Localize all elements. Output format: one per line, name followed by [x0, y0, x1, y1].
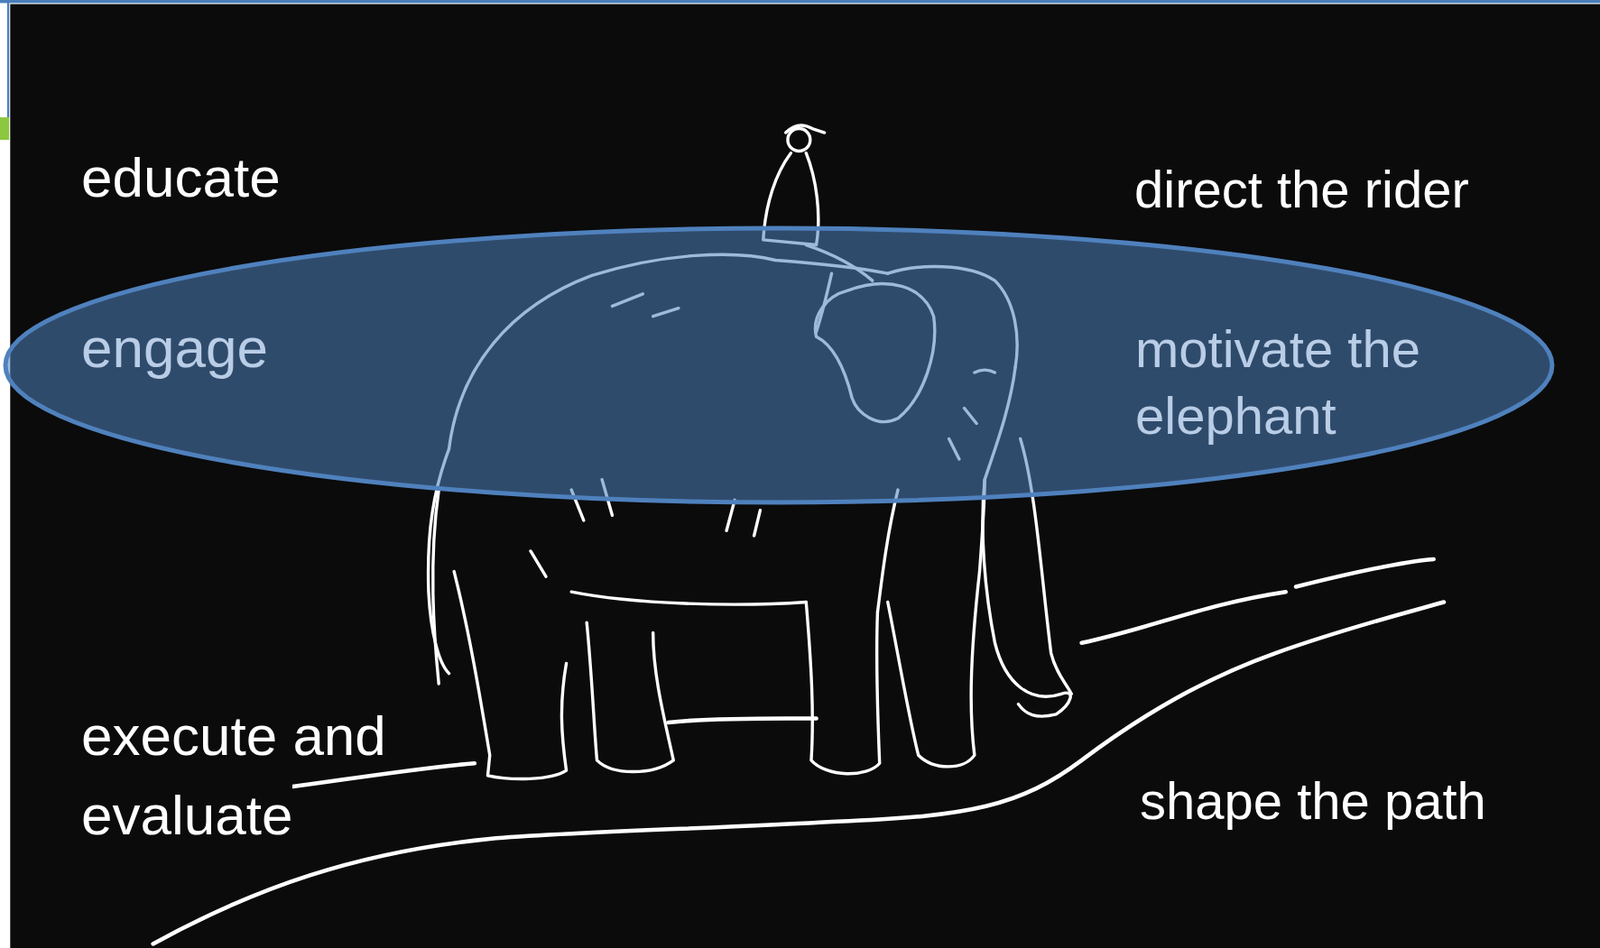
stage-label-text: direct the rider — [1134, 159, 1470, 219]
stage-label-text: engage — [81, 315, 352, 380]
accent-mark — [0, 117, 10, 140]
ellipse-shape — [5, 228, 1553, 503]
stage-label: shape the path — [1139, 771, 1573, 833]
stage-label: execute and evaluate — [81, 696, 443, 856]
frame-line — [7, 0, 10, 118]
stage-label: educate — [81, 145, 407, 210]
highlight-ellipse: engage motivate the elephant — [2, 225, 1555, 506]
stage-label: direct the rider — [1134, 159, 1568, 221]
stage-label-text: educate — [81, 146, 281, 209]
frame-line — [0, 0, 1600, 3]
stage-label-text: motivate the elephant — [1135, 315, 1533, 450]
stage-label-text: shape the path — [1139, 771, 1487, 831]
stage-label-text: execute and evaluate — [81, 704, 387, 847]
